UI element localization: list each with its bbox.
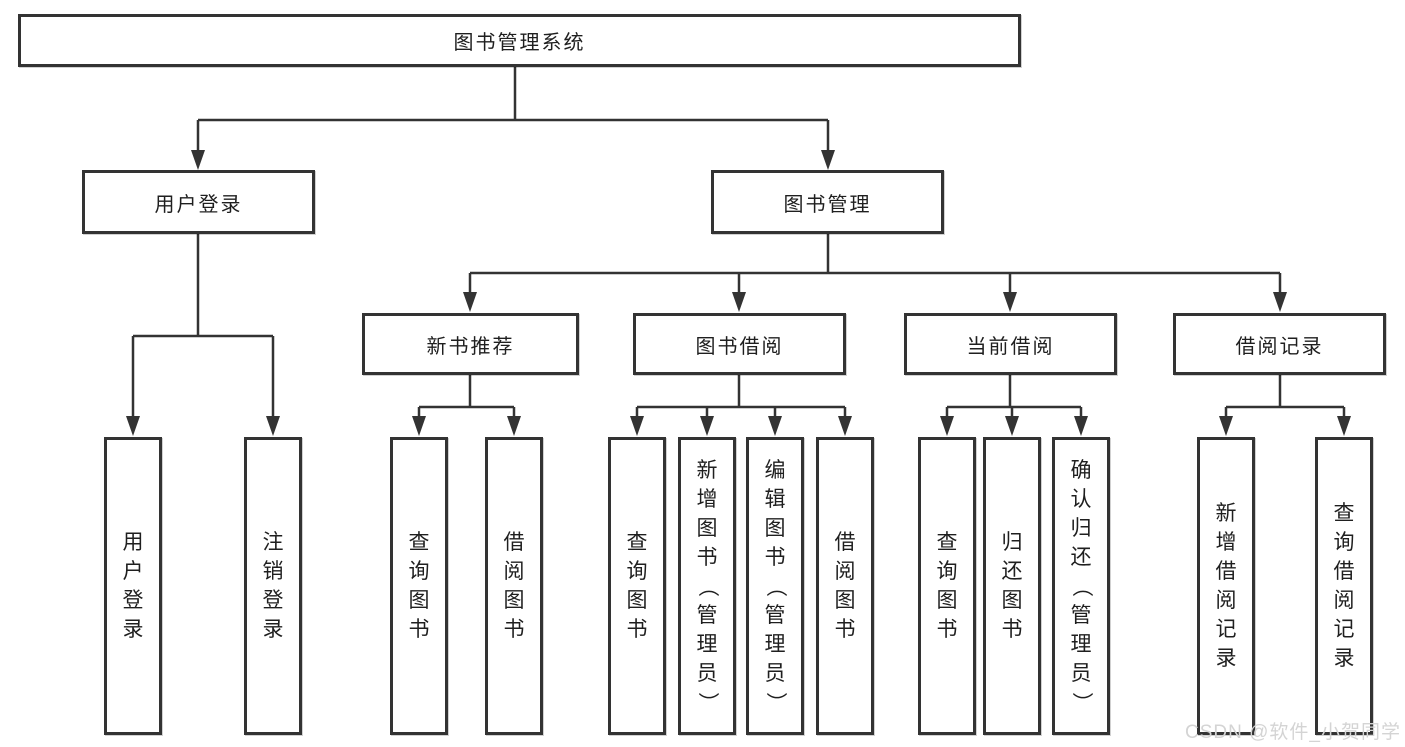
connector-root-to-level2 xyxy=(191,67,835,170)
leaf-query-books-newbook-label: 查询图书 xyxy=(408,531,430,641)
node-current-borrowing: 当前借阅 xyxy=(904,313,1117,375)
node-new-book-recommendation-label: 新书推荐 xyxy=(426,335,515,358)
leaf-query-books-current: 查询图书 xyxy=(918,437,976,735)
leaf-borrow-books-borrowing-label: 借阅图书 xyxy=(834,531,856,641)
node-borrowing-records-label: 借阅记录 xyxy=(1235,335,1324,358)
node-new-book-recommendation: 新书推荐 xyxy=(362,313,579,375)
node-borrowing-records: 借阅记录 xyxy=(1173,313,1386,375)
leaf-user-login: 用户登录 xyxy=(104,437,162,735)
node-current-borrowing-label: 当前借阅 xyxy=(966,335,1055,358)
connector-current-borrow-children xyxy=(940,375,1088,436)
node-root: 图书管理系统 xyxy=(18,14,1021,67)
node-book-borrowing-label: 图书借阅 xyxy=(695,335,784,358)
leaf-confirm-return-admin-label: 确认归还（管理员） xyxy=(1069,458,1093,713)
node-user-login: 用户登录 xyxy=(82,170,315,234)
leaf-query-borrow-record: 查询借阅记录 xyxy=(1315,437,1373,735)
leaf-borrow-books-newbook-label: 借阅图书 xyxy=(503,531,525,641)
leaf-return-books-label: 归还图书 xyxy=(1001,531,1023,641)
connector-book-mgmt-children xyxy=(463,234,1287,312)
leaf-add-books-admin-label: 新增图书（管理员） xyxy=(695,458,719,713)
node-root-label: 图书管理系统 xyxy=(453,32,586,54)
leaf-add-books-admin: 新增图书（管理员） xyxy=(678,437,736,735)
connector-book-borrow-children xyxy=(630,375,852,436)
leaf-query-borrow-record-label: 查询借阅记录 xyxy=(1333,502,1355,670)
node-user-login-label: 用户登录 xyxy=(154,193,243,216)
leaf-return-books: 归还图书 xyxy=(983,437,1041,735)
connector-user-login-children xyxy=(126,234,280,436)
leaf-borrow-books-borrowing: 借阅图书 xyxy=(816,437,874,735)
leaf-confirm-return-admin: 确认归还（管理员） xyxy=(1052,437,1110,735)
leaf-edit-books-admin-label: 编辑图书（管理员） xyxy=(763,458,787,713)
leaf-logout: 注销登录 xyxy=(244,437,302,735)
leaf-user-login-label: 用户登录 xyxy=(122,531,144,641)
node-book-management-label: 图书管理 xyxy=(783,193,872,216)
leaf-logout-label: 注销登录 xyxy=(262,531,284,641)
leaf-edit-books-admin: 编辑图书（管理员） xyxy=(746,437,804,735)
leaf-borrow-books-newbook: 借阅图书 xyxy=(485,437,543,735)
node-book-borrowing: 图书借阅 xyxy=(633,313,846,375)
connector-borrow-record-children xyxy=(1219,375,1351,436)
node-book-management: 图书管理 xyxy=(711,170,944,234)
watermark: CSDN @软件_小贺同学 xyxy=(1185,722,1401,743)
leaf-add-borrow-record: 新增借阅记录 xyxy=(1197,437,1255,735)
leaf-query-books-newbook: 查询图书 xyxy=(390,437,448,735)
leaf-add-borrow-record-label: 新增借阅记录 xyxy=(1215,502,1237,670)
leaf-query-books-borrowing-label: 查询图书 xyxy=(626,531,648,641)
connector-new-book-children xyxy=(412,375,521,436)
leaf-query-books-current-label: 查询图书 xyxy=(936,531,958,641)
leaf-query-books-borrowing: 查询图书 xyxy=(608,437,666,735)
